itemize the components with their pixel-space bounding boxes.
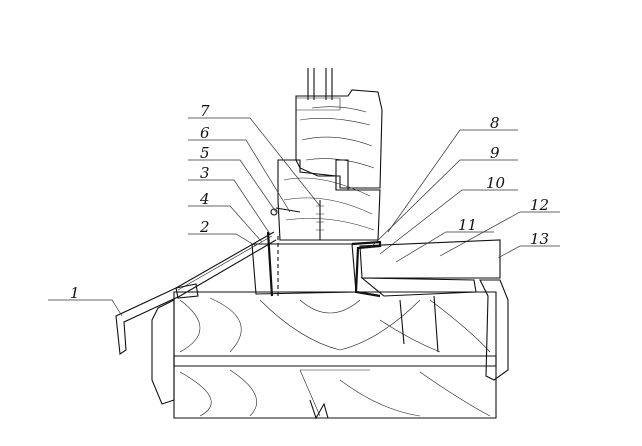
callout-10: 10 — [486, 174, 506, 192]
callout-8: 8 — [490, 114, 500, 132]
callout-6: 6 — [200, 124, 210, 142]
structural-beam — [173, 291, 497, 420]
left-cladding — [151, 299, 175, 405]
sill-flashing — [115, 231, 277, 355]
callout-3: 3 — [200, 164, 210, 182]
window-sash — [295, 89, 383, 191]
callout-5: 5 — [200, 144, 210, 162]
callout-4: 4 — [199, 190, 210, 208]
callout-11: 11 — [458, 216, 477, 234]
callout-12: 12 — [530, 196, 549, 214]
callout-13: 13 — [530, 230, 549, 248]
callout-2: 2 — [199, 218, 210, 236]
cladding-panel — [351, 239, 501, 298]
callout-9: 9 — [490, 144, 500, 162]
callout-1: 1 — [70, 284, 80, 302]
callout-7: 7 — [200, 102, 210, 120]
callouts: 1 2 4 3 5 6 7 8 9 10 11 12 13 — [70, 102, 549, 302]
window-frame — [270, 159, 381, 241]
glazing-unit — [295, 68, 341, 111]
insulation-band — [251, 231, 357, 297]
leader-lines — [48, 117, 560, 317]
right-trim — [479, 279, 509, 381]
